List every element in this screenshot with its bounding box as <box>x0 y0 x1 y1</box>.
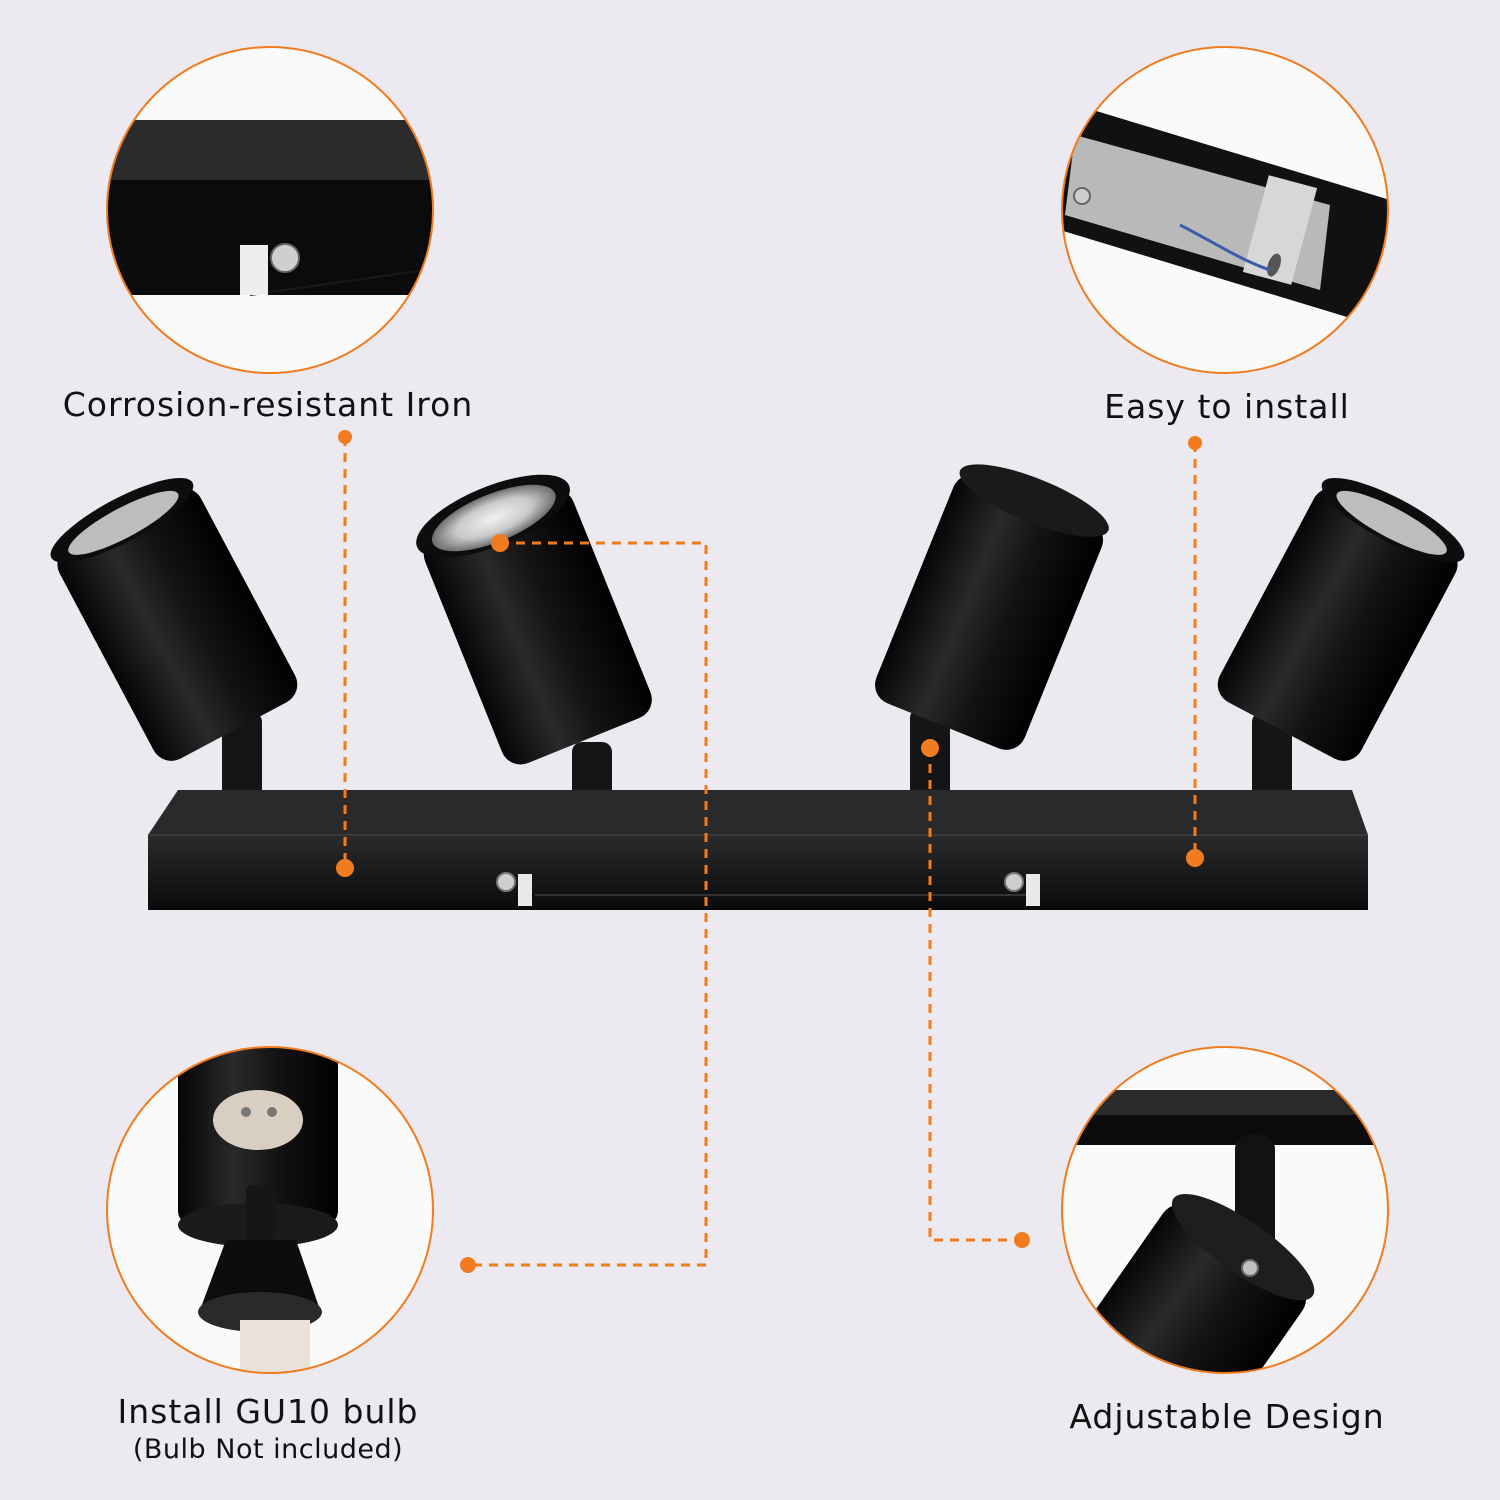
track-light-fixture <box>50 464 1465 910</box>
callout-label-corrosion: Corrosion-resistant Iron <box>62 385 474 424</box>
callout-connectors <box>343 437 1197 1267</box>
screw-icon <box>1241 1259 1259 1277</box>
spotlight-2 <box>416 474 652 765</box>
screw-icon <box>1004 872 1040 906</box>
callout-label-adjust: Adjustable Design <box>1069 1397 1385 1436</box>
spotlight-4 <box>1217 477 1465 761</box>
detail-circle-install <box>1061 46 1389 374</box>
bulb-icon <box>431 484 556 552</box>
screw-icon <box>496 872 532 906</box>
callout-note-bulb: (Bulb Not included) <box>132 1434 404 1465</box>
detail-circle-bulb <box>106 1046 434 1374</box>
connector-dots <box>336 430 1204 1273</box>
screw-icon <box>1073 187 1091 205</box>
screw-icon <box>270 243 300 273</box>
detail-circle-iron <box>106 46 434 374</box>
base-bar-top <box>148 790 1368 835</box>
detail-circle-adjust <box>1061 1046 1389 1374</box>
callout-label-bulb: Install GU10 bulb <box>117 1392 419 1431</box>
spotlight-3 <box>875 464 1109 750</box>
spotlight-1 <box>50 477 298 761</box>
base-bar <box>148 835 1368 910</box>
callout-label-install: Easy to install <box>1104 387 1350 426</box>
